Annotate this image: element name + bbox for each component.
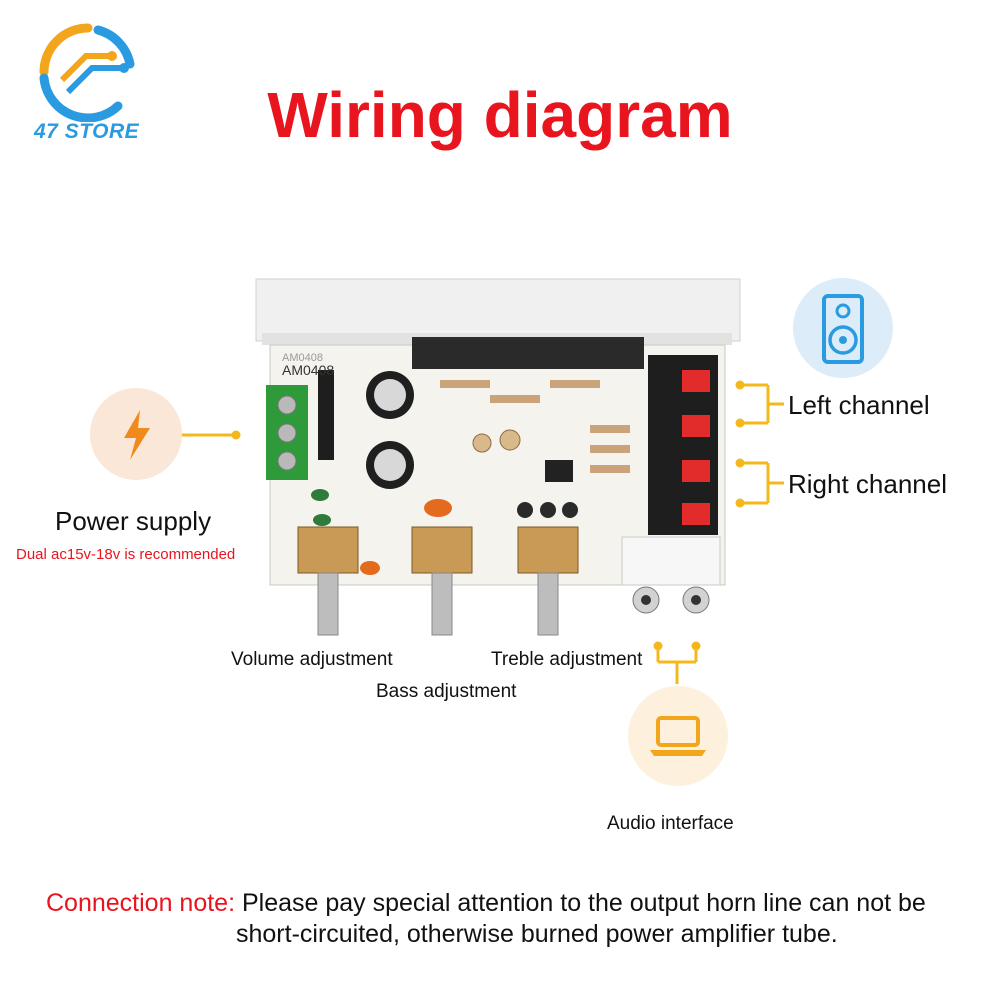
amplifier-board: AM0408 AM0408 — [255, 278, 741, 636]
speaker-icon-circle — [793, 278, 893, 378]
lightning-bolt-icon — [124, 410, 150, 460]
left-channel-label: Left channel — [788, 390, 930, 420]
store-logo-text: 47 STORE — [34, 120, 140, 143]
connection-note: Connection note: Please pay special atte… — [46, 888, 926, 950]
power-supply-label: Power supply — [55, 506, 212, 536]
laptop-icon-circle — [628, 686, 728, 786]
power-icon-circle — [90, 388, 182, 480]
connection-note-line2: short-circuited, otherwise burned power … — [236, 920, 838, 948]
connection-note-prefix: Connection note: — [46, 889, 236, 917]
bass-adjustment-label: Bass adjustment — [376, 681, 517, 702]
speaker-icon — [822, 294, 864, 364]
board-model-mirror: AM0408 — [282, 352, 323, 364]
right-channel-label: Right channel — [788, 469, 947, 499]
store-logo-icon — [39, 23, 135, 122]
laptop-icon — [650, 716, 706, 756]
power-connector-line — [180, 430, 241, 440]
audio-interface-label: Audio interface — [607, 813, 734, 834]
audio-connector-line — [653, 641, 701, 684]
power-supply-note: Dual ac15v-18v is recommended — [16, 546, 236, 563]
volume-adjustment-label: Volume adjustment — [231, 649, 393, 670]
connection-note-line1: Please pay special attention to the outp… — [241, 889, 926, 917]
page-title: Wiring diagram — [267, 79, 733, 151]
treble-adjustment-label: Treble adjustment — [491, 649, 643, 670]
board-model-label: AM0408 — [282, 362, 334, 378]
channel-brackets — [735, 380, 784, 508]
